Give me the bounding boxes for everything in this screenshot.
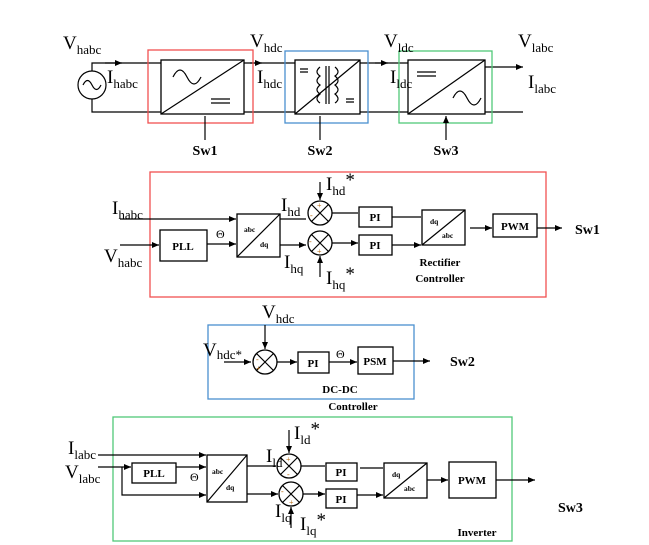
dc-symbol-icon [300, 68, 354, 103]
pi-label: PI [308, 358, 319, 370]
abc-label: abc [404, 484, 416, 493]
sw2-output-label: Sw2 [450, 355, 475, 370]
sw3-output-label: Sw3 [558, 501, 583, 516]
sw1-label: Sw1 [193, 144, 218, 159]
vlabc-label: Vlabc [518, 31, 554, 55]
transformer-icon [316, 66, 339, 104]
ilq-ref-label: Ilq* [300, 510, 326, 538]
ihabc-label: Ihabc [107, 67, 138, 91]
dq-label: dq [226, 483, 235, 492]
pi-block-q [325, 488, 358, 509]
psm-block [357, 346, 394, 375]
pll-block [131, 462, 177, 484]
sw1-output-label: Sw1 [575, 223, 600, 238]
pwm-block [492, 213, 538, 238]
dcdc-title: DC-DC [322, 384, 357, 396]
ilabc-input-label: Ilabc [68, 438, 96, 462]
plus-sign: + [317, 247, 322, 256]
rectifier-block-frame [147, 49, 254, 124]
pwm-label: PWM [501, 221, 530, 233]
dq-label: dq [430, 217, 439, 226]
ilabc-label: Ilabc [528, 72, 556, 96]
minus-sign: - [287, 470, 290, 479]
plus-sign: + [256, 364, 261, 373]
pi-label: PI [336, 494, 347, 506]
controller-title: Controller [415, 273, 464, 285]
theta-label: Θ [216, 227, 225, 241]
wire [91, 99, 161, 113]
ihdc-label: Ihdc [257, 67, 282, 91]
plus-sign: + [286, 455, 291, 464]
pi-label: PI [336, 467, 347, 479]
wire [91, 62, 161, 71]
pwm-block [448, 461, 497, 499]
rectifier-title: Rectifier [420, 257, 461, 269]
dq-label: dq [392, 470, 401, 479]
vldc-label: Vldc [384, 31, 414, 55]
vlabc-input-label: Vlabc [65, 462, 101, 486]
dcdc-block-frame [284, 50, 369, 124]
rectifier-controller-frame [149, 171, 547, 298]
ihabc-input-label: Ihabc [112, 198, 143, 222]
pi-label: PI [370, 240, 381, 252]
controller-title: Controller [328, 401, 377, 413]
ac-symbol-icon [172, 69, 202, 85]
inverter-controller-frame [112, 416, 513, 542]
vhabc-label: Vhabc [63, 33, 102, 57]
pi-label: PI [370, 212, 381, 224]
ildc-label: Ildc [390, 67, 412, 91]
abc-label: abc [442, 231, 454, 240]
pll-label: PLL [143, 468, 164, 480]
ihd-ref-label: Ihd* [326, 170, 355, 198]
pi-block-d [325, 462, 358, 482]
minus-sign: - [309, 237, 312, 246]
dq-label: dq [260, 240, 269, 249]
minus-sign: - [310, 211, 313, 220]
ihd-label: Ihd [281, 195, 301, 219]
ihq-label: Ihq [284, 252, 304, 276]
psm-label: PSM [363, 356, 387, 368]
rectifier-controller: PLL Θ abc dq + - - + PI PI dq abc PWM Sw… [104, 170, 600, 298]
dcdc-controller-frame [207, 324, 415, 400]
sine-icon [82, 79, 102, 91]
dc-symbol-icon [417, 71, 436, 77]
abc-label: abc [212, 467, 224, 476]
pwm-label: PWM [458, 475, 487, 487]
ild-label: Ild [266, 446, 283, 470]
inverter-controller: Ilabc Vlabc PLL Θ abc dq + - - + PI PI d… [65, 416, 583, 542]
dcdc-controller: Vhdc Vhdc* - + PI Θ PSM Sw2 DC-DC Contro… [203, 302, 475, 413]
ild-ref-label: Ild* [294, 419, 320, 447]
ilq-label: Ilq [275, 501, 292, 525]
vhdc-feedback-label: Vhdc [262, 302, 295, 326]
sw2-label: Sw2 [308, 144, 333, 159]
plus-sign: + [289, 498, 294, 507]
vhdc-label: Vhdc [250, 31, 283, 55]
minus-sign: - [256, 355, 259, 364]
ac-symbol-icon [452, 90, 482, 106]
minus-sign: - [281, 487, 284, 496]
ihq-ref-label: Ihq* [326, 264, 355, 292]
sw3-label: Sw3 [434, 144, 459, 159]
theta-label: Θ [336, 347, 345, 361]
dc-symbol-icon [211, 98, 230, 104]
power-stage: Vhabc Ihabc Vhdc Ihdc Vldc Ildc Vlabc Il… [63, 31, 556, 159]
inverter-title: Inverter [457, 527, 496, 539]
abc-label: abc [244, 225, 256, 234]
vhdc-ref-label: Vhdc* [203, 340, 242, 362]
pll-block [159, 229, 208, 262]
vhabc-input-label: Vhabc [104, 246, 143, 270]
pll-label: PLL [172, 241, 193, 253]
plus-sign: + [317, 201, 322, 210]
theta-label: Θ [190, 470, 199, 484]
